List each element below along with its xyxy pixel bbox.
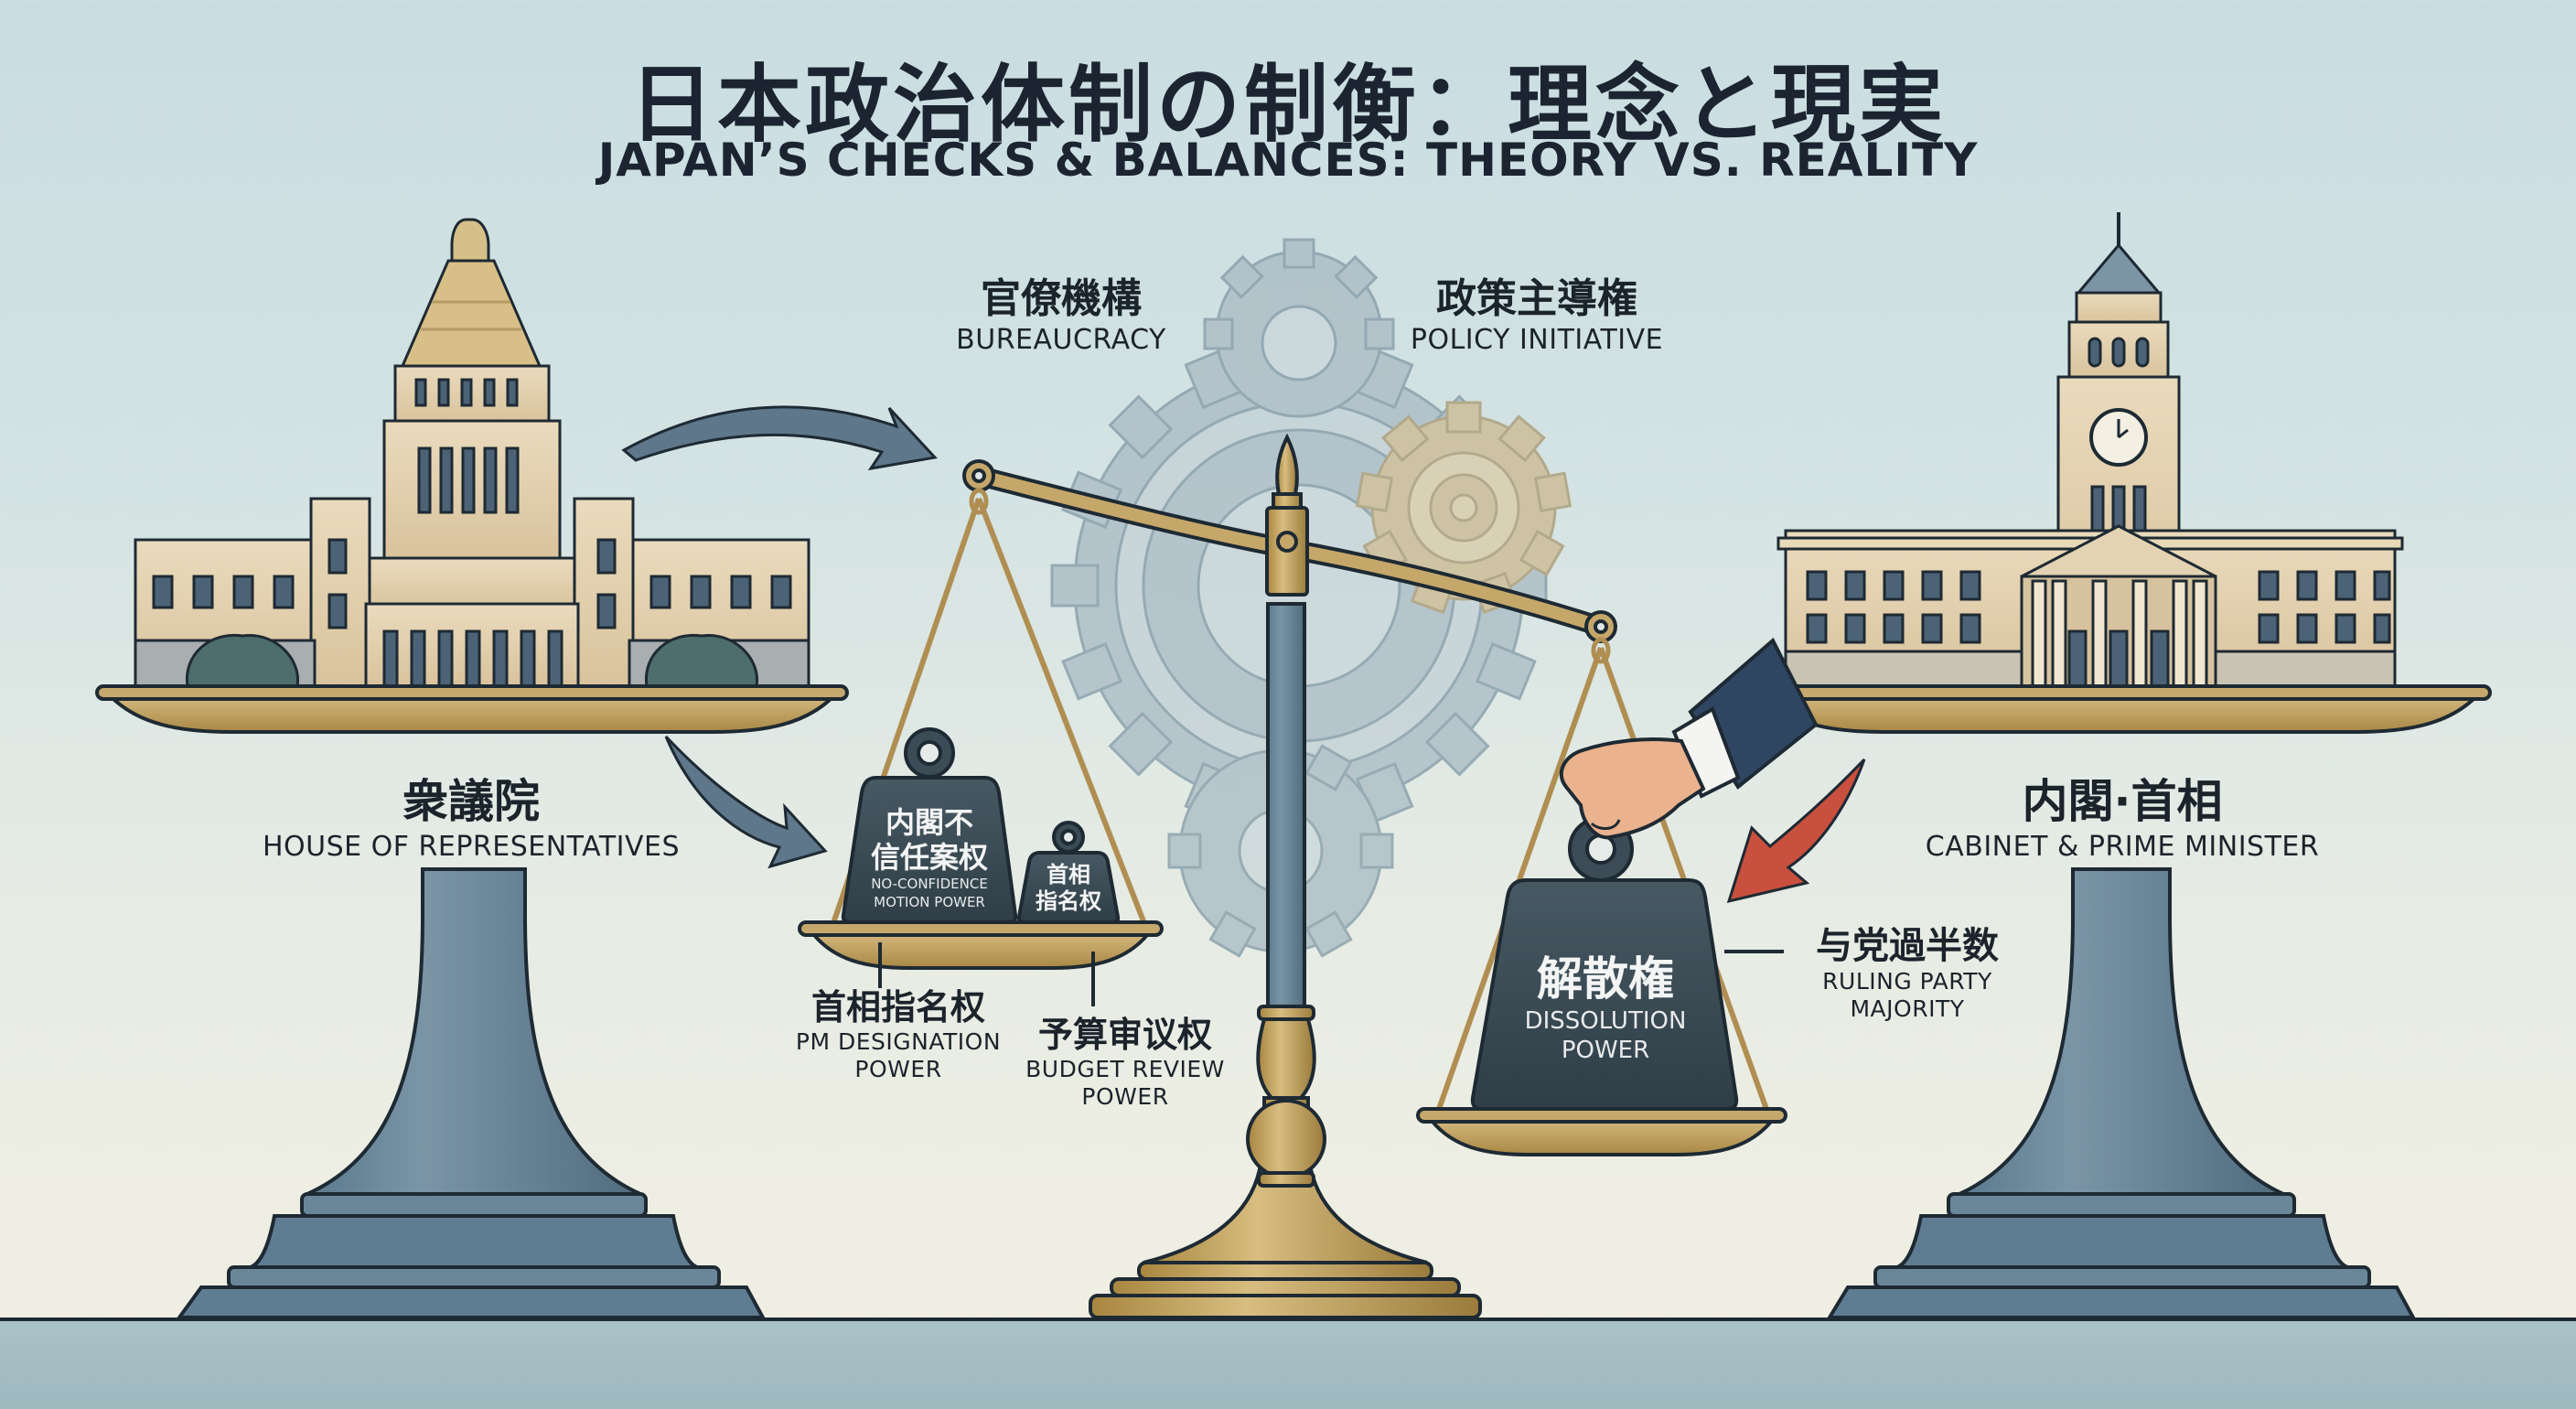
label-policy-initiative: 政策主導権 POLICY INITIATIVE: [1390, 265, 1683, 356]
clock-tower-government-building: [1776, 212, 2404, 688]
label-policy-initiative-en: POLICY INITIATIVE: [1410, 324, 1664, 356]
callout-pm-designation-en-1: PM DESIGNATION: [795, 1028, 1002, 1055]
page-title-japanese: 日本政治体制の制衡：理念と現実: [628, 56, 1947, 154]
label-house-of-representatives: 衆議院 HOUSE OF REPRESENTATIVES: [229, 765, 714, 863]
label-house-jp: 衆議院: [402, 775, 540, 828]
left-pillar: [176, 867, 767, 1319]
balance-scale: [798, 433, 1787, 1319]
arrow-top-left: [621, 405, 938, 471]
left-tray: [95, 684, 849, 734]
arrow-mid-left: [664, 735, 828, 869]
page-title-english: JAPAN’S CHECKS & BALANCES: THEORY VS. RE…: [597, 134, 1979, 187]
callout-budget-review-jp: 予算审议权: [1037, 1015, 1212, 1055]
label-cabinet-en: CABINET & PRIME MINISTER: [1925, 831, 2320, 863]
callout-budget-review-en-1: BUDGET REVIEW: [1025, 1056, 1225, 1082]
callout-lines: [878, 942, 1784, 1006]
label-bureaucracy-en: BUREAUCRACY: [956, 324, 1166, 356]
weight-dissolution: [1470, 816, 1739, 1111]
callout-pm-designation-en-2: POWER: [854, 1056, 942, 1082]
ground-floor: [0, 1318, 2576, 1409]
weight-dissolution-en-1: DISSOLUTION: [1524, 1007, 1687, 1035]
weight-dissolution-jp: 解散権: [1537, 952, 1674, 1006]
weight-no-confidence: [841, 727, 1018, 924]
weight-pm-designation-small: [1016, 821, 1121, 924]
callout-ruling-party-en-1: RULING PARTY: [1822, 968, 1992, 995]
weight-no-confidence-en-1: NO-CONFIDENCE: [871, 876, 988, 892]
callout-ruling-party-majority: 与党過半数 RULING PARTY MAJORITY: [1793, 924, 2022, 1023]
label-house-en: HOUSE OF REPRESENTATIVES: [262, 831, 681, 863]
arrow-red-dissolution: [1726, 758, 1866, 904]
callout-pm-designation-jp: 首相指名权: [810, 987, 985, 1027]
label-bureaucracy: 官僚機構 BUREAUCRACY: [915, 265, 1208, 356]
label-cabinet-pm: 内閣·首相 CABINET & PRIME MINISTER: [1894, 765, 2351, 863]
callout-budget-review-en-2: POWER: [1081, 1083, 1169, 1110]
gear-icon-top: [1203, 238, 1395, 418]
weight-no-confidence-en-2: MOTION POWER: [874, 894, 985, 910]
weight-no-confidence-label: 内閣不 信任案权 NO-CONFIDENCE MOTION POWER: [847, 805, 1012, 911]
callout-ruling-party-jp: 与党過半数: [1816, 925, 1999, 967]
weight-dissolution-en-2: POWER: [1561, 1037, 1650, 1064]
weight-pm-small-jp-2: 指名权: [1036, 888, 1101, 914]
callout-budget-review: 予算审议权 BUDGET REVIEW POWER: [1015, 1014, 1235, 1111]
callout-ruling-party-en-2: MAJORITY: [1850, 995, 1965, 1022]
weight-pm-small-label: 首相 指名权: [1025, 862, 1112, 915]
national-diet-building: [134, 218, 810, 688]
label-bureaucracy-jp: 官僚機構: [981, 275, 1142, 322]
weight-dissolution-label: 解散権 DISSOLUTION POWER: [1491, 952, 1720, 1065]
weight-no-confidence-jp-1: 内閣不: [885, 805, 973, 840]
weight-pm-small-jp-1: 首相: [1046, 862, 1090, 887]
right-pillar: [1826, 867, 2417, 1319]
label-cabinet-jp: 内閣·首相: [2022, 775, 2223, 828]
hand-pulling-weight: [1559, 637, 1819, 840]
right-tray: [1747, 684, 2492, 734]
weight-no-confidence-jp-2: 信任案权: [870, 840, 988, 875]
label-policy-initiative-jp: 政策主導権: [1436, 275, 1637, 322]
callout-pm-designation: 首相指名权 PM DESIGNATION POWER: [789, 986, 1008, 1083]
